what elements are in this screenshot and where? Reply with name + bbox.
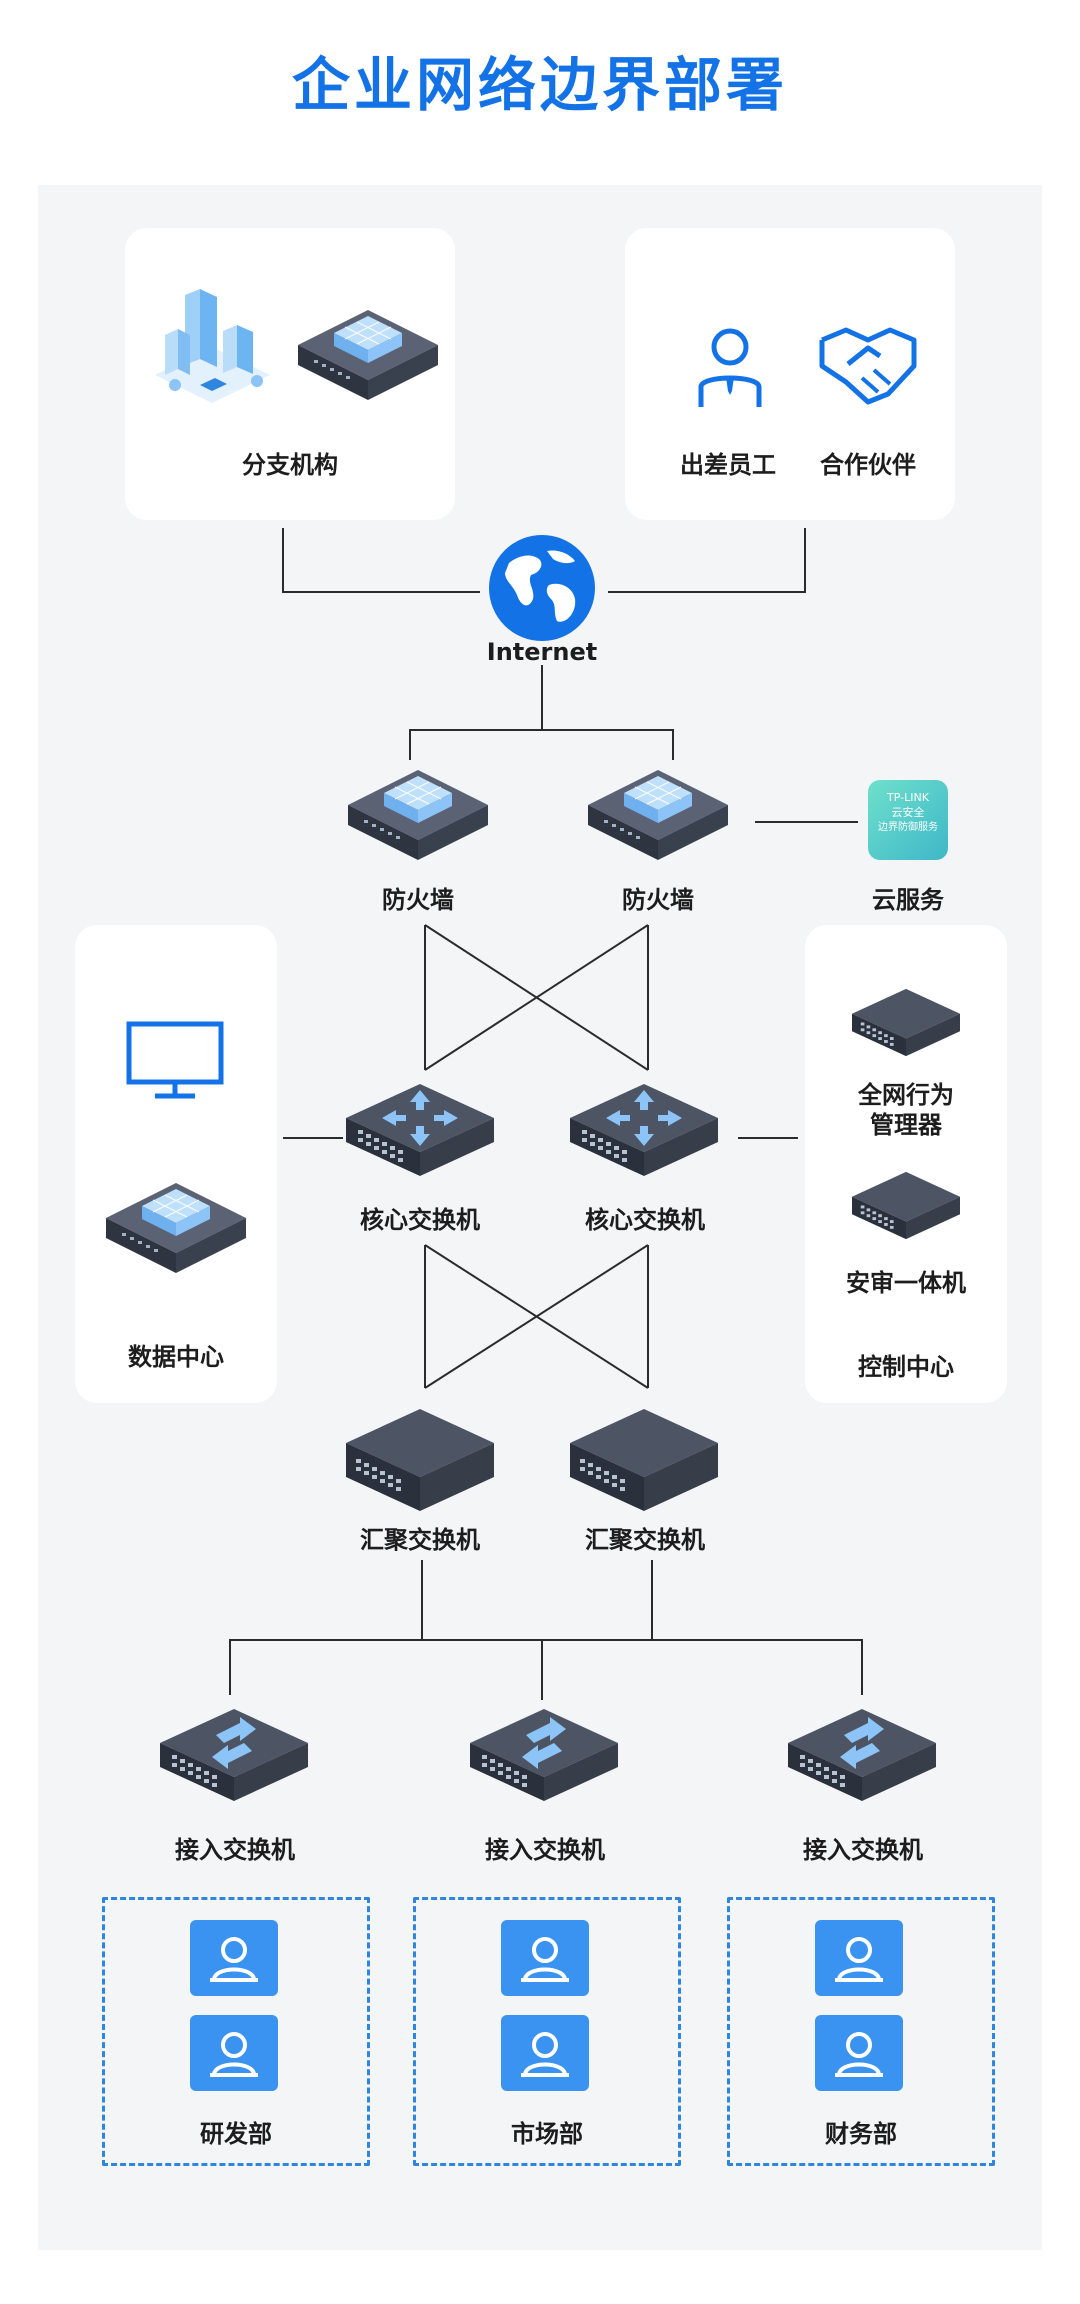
dept-market-label: 市场部	[511, 2120, 583, 2148]
behavior-manager-line-2: 管理器	[870, 1111, 942, 1139]
user-icon	[190, 2015, 278, 2091]
user-icon	[815, 1920, 903, 1996]
user-icon	[501, 2015, 589, 2091]
dept-rd-label: 研发部	[200, 2120, 272, 2148]
agg-switch-2-label: 汇聚交换机	[585, 1526, 705, 1554]
audit-appliance-icon	[852, 1171, 960, 1240]
firewall-1-label: 防火墙	[382, 886, 454, 914]
branch-label: 分支机构	[242, 451, 338, 479]
page-title: 企业网络边界部署	[291, 51, 788, 119]
cloud-badge-line-2: 边界防御服务	[878, 822, 938, 833]
core-switch-2-label: 核心交换机	[585, 1206, 705, 1234]
cloud-badge-line-1: 云安全	[891, 806, 925, 819]
buildings-icon	[155, 289, 270, 403]
firewall-2-icon	[588, 770, 728, 860]
access-switch-2-icon	[470, 1709, 618, 1801]
partner-label: 合作伙伴	[820, 451, 916, 479]
data-center-firewall-icon	[106, 1183, 246, 1273]
behavior-manager-icon	[852, 988, 960, 1057]
dept-market-box	[413, 1897, 681, 2166]
data-center-card	[75, 925, 277, 1403]
behavior-manager-label: 全网行为 管理器	[805, 1080, 1007, 1140]
dept-rd-box	[102, 1897, 370, 2166]
agg-switch-1-icon	[346, 1409, 494, 1511]
behavior-manager-line-1: 全网行为	[858, 1081, 954, 1109]
core-switch-1-label: 核心交换机	[360, 1206, 480, 1234]
user-icon	[501, 1920, 589, 1996]
monitor-icon	[126, 1021, 224, 1099]
traveler-label: 出差员工	[680, 451, 776, 479]
access-switch-1-icon	[160, 1709, 308, 1801]
control-center-label: 控制中心	[858, 1353, 954, 1381]
globe-icon	[489, 535, 595, 641]
access-switch-1-label: 接入交换机	[175, 1836, 295, 1864]
cloud-service-badge: TP-LINK 云安全 边界防御服务	[868, 780, 948, 860]
audit-appliance-label: 安审一体机	[846, 1269, 966, 1297]
dept-finance-box	[727, 1897, 995, 2166]
employee-icon	[698, 328, 762, 407]
internet-label: Internet	[486, 638, 598, 666]
firewall-1-icon	[348, 770, 488, 860]
data-center-label: 数据中心	[128, 1343, 224, 1371]
user-icon	[190, 1920, 278, 1996]
access-switch-3-icon	[788, 1709, 936, 1801]
agg-switch-1-label: 汇聚交换机	[360, 1526, 480, 1554]
access-switch-3-label: 接入交换机	[803, 1836, 923, 1864]
cloud-service-label: 云服务	[872, 886, 944, 914]
core-switch-1-icon	[346, 1084, 494, 1176]
handshake-icon	[819, 327, 917, 405]
core-switch-2-icon	[570, 1084, 718, 1176]
agg-switch-2-icon	[570, 1409, 718, 1511]
access-switch-2-label: 接入交换机	[485, 1836, 605, 1864]
remote-card	[625, 228, 955, 520]
branch-firewall-icon	[298, 310, 438, 400]
user-icon	[815, 2015, 903, 2091]
firewall-2-label: 防火墙	[622, 886, 694, 914]
dept-finance-label: 财务部	[825, 2120, 897, 2148]
cloud-badge-brand: TP-LINK	[887, 791, 929, 804]
